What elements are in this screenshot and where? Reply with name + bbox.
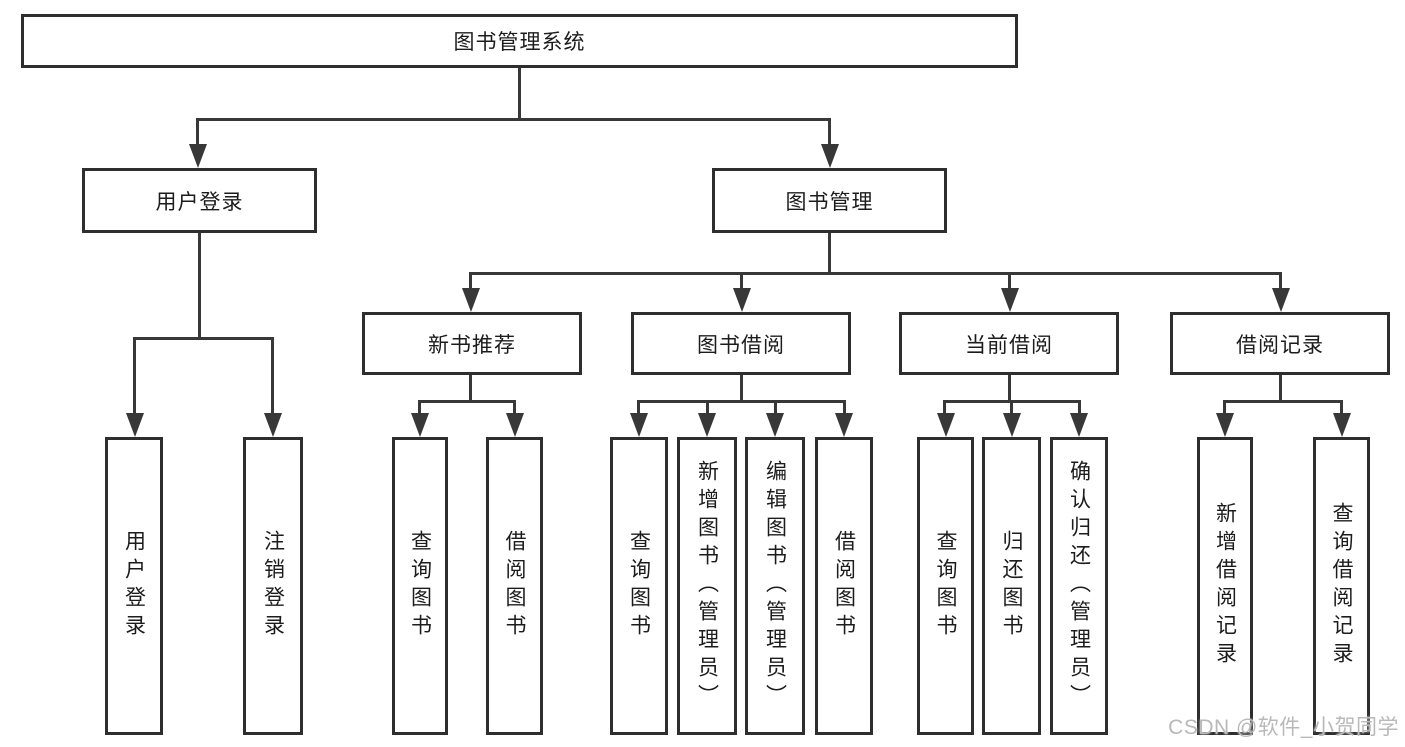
connector-leaf-drop [1340,402,1343,415]
connector-leaf-drop [271,339,274,415]
node-label: 图书管理系统 [453,31,586,54]
arrow-down-icon [698,413,716,437]
connector-user-login-hline [133,337,274,340]
node-label: 新增借阅记录 [1213,502,1237,670]
arrow-down-icon [1216,413,1234,437]
arrow-down-icon [462,288,480,312]
connector-level3-drop [469,274,472,290]
connector-leaf-drop [418,402,421,415]
node-current-borrowing: 当前借阅 [899,312,1119,375]
node-label: 新书推荐 [428,333,516,357]
connector-leaf-drop [843,402,846,415]
arrow-down-icon [1333,413,1351,437]
connector-user-login-stem [198,233,201,337]
node-root-library-system: 图书管理系统 [21,14,1018,68]
arrow-down-icon [1272,288,1290,312]
leaf-cb-return-books: 归还图书 [982,437,1041,735]
leaf-bb-add-books-admin: 新增图书（管理员） [677,437,737,735]
arrow-down-icon [630,413,648,437]
arrow-down-icon [506,413,524,437]
leaf-user-login: 用户登录 [105,437,163,735]
leaf-br-add-record: 新增借阅记录 [1197,437,1253,735]
leaf-bb-query-books: 查询图书 [610,437,668,735]
connector-recommend-hline [418,400,516,403]
node-label: 借阅记录 [1236,333,1324,357]
connector-level3-drop [1008,274,1011,290]
connector-leaf-drop [513,402,516,415]
connector-level2-hline [469,272,1282,275]
connector-level1-hline [196,118,831,121]
connector-records-stem [1279,375,1282,400]
watermark-text: CSDN @软件_小贺同学 [1168,716,1399,739]
connector-current-stem [1008,375,1011,400]
leaf-rec-query-books: 查询图书 [392,437,448,735]
connector-leaf-drop [1010,402,1013,415]
leaf-br-query-record: 查询借阅记录 [1313,437,1370,735]
connector-root-stem [518,68,521,120]
leaf-cb-confirm-return-admin: 确认归还（管理员） [1050,437,1108,735]
node-label: 借阅图书 [503,530,526,642]
arrow-down-icon [411,413,429,437]
node-user-login: 用户登录 [82,168,317,233]
connector-current-hline [943,400,1081,403]
node-label: 图书借阅 [697,333,785,357]
arrow-down-icon [766,413,784,437]
connector-leaf-drop [637,402,640,415]
connector-level3-drop [740,274,743,290]
node-label: 查询图书 [934,530,957,642]
connector-level3-drop [1279,274,1282,290]
node-label: 当前借阅 [965,333,1053,357]
connector-leaf-drop [1078,402,1081,415]
arrow-down-icon [1070,413,1088,437]
leaf-bb-borrow-books: 借阅图书 [815,437,873,735]
leaf-cb-query-books: 查询图书 [917,437,974,735]
connector-user-login-drop [196,120,199,148]
connector-recommend-stem [469,375,472,400]
arrow-down-icon [733,288,751,312]
node-label: 查询图书 [408,530,432,642]
connector-borrowing-hline [637,400,846,403]
arrow-down-icon [1003,413,1021,437]
node-label: 借阅图书 [832,530,856,642]
leaf-rec-borrow-books: 借阅图书 [486,437,543,735]
connector-leaf-drop [133,339,136,415]
node-label: 用户登录 [155,190,244,214]
node-label: 新增图书（管理员） [695,460,719,712]
arrow-down-icon [821,144,839,168]
node-label: 查询图书 [627,530,651,642]
leaf-bb-edit-books-admin: 编辑图书（管理员） [745,437,805,735]
connector-book-mgmt-drop [828,120,831,148]
arrow-down-icon [126,413,144,437]
node-label: 确认归还（管理员） [1067,460,1091,712]
connector-leaf-drop [943,402,946,415]
node-label: 注销登录 [261,530,285,642]
connector-leaf-drop [1223,402,1226,415]
node-label: 归还图书 [1000,530,1023,642]
node-new-book-recommend: 新书推荐 [362,312,582,375]
arrow-down-icon [1001,288,1019,312]
node-label: 编辑图书（管理员） [763,460,787,712]
node-label: 图书管理 [785,190,874,214]
connector-leaf-drop [706,402,709,415]
leaf-logout: 注销登录 [243,437,303,735]
arrow-down-icon [937,413,955,437]
connector-leaf-drop [774,402,777,415]
node-label: 用户登录 [122,530,146,642]
node-book-borrowing: 图书借阅 [631,312,851,375]
arrow-down-icon [189,144,207,168]
connector-borrowing-stem [740,375,743,400]
arrow-down-icon [264,413,282,437]
arrow-down-icon [835,413,853,437]
connector-book-mgmt-stem [828,233,831,272]
node-book-management: 图书管理 [712,168,947,233]
node-label: 查询借阅记录 [1330,502,1353,670]
node-borrowing-records: 借阅记录 [1170,312,1390,375]
connector-records-hline [1223,400,1343,403]
